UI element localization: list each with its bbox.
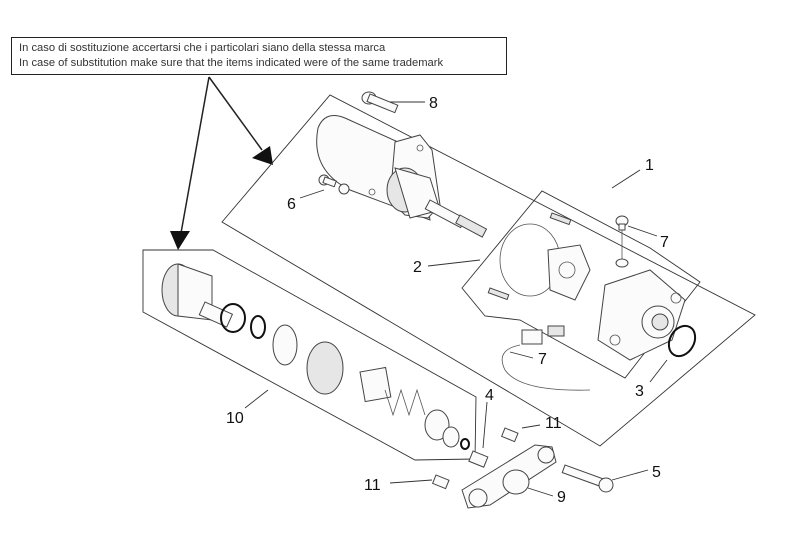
leader-3 (649, 359, 668, 383)
cable-7 (501, 325, 591, 391)
bolt-8 (361, 91, 399, 114)
leader-1 (611, 169, 641, 189)
screw-7-top (615, 215, 629, 268)
note-arrows (170, 76, 273, 250)
arrow-to-group-10 (180, 76, 210, 234)
callout-4: 4 (485, 387, 494, 404)
overrunning-clutch (161, 263, 470, 450)
note-italian: In caso di sostituzione accertarsi che i… (19, 42, 386, 54)
arrowhead-group-10 (170, 231, 190, 250)
group-1-frame (221, 94, 756, 447)
callout-3: 3 (635, 383, 644, 400)
callout-5: 5 (652, 464, 661, 481)
callout-6: 6 (287, 196, 296, 213)
leader-4 (482, 401, 488, 449)
leader-5 (611, 469, 649, 481)
leader-2 (427, 259, 481, 267)
callout-10: 10 (226, 410, 244, 427)
callout-7-top: 7 (660, 234, 669, 251)
leader-11-bottom (389, 479, 433, 484)
brush-holder (487, 212, 591, 301)
end-cap (597, 269, 686, 361)
pin-11-top (500, 427, 519, 443)
armature (386, 167, 488, 238)
leader-7-bottom (509, 351, 534, 359)
screw-6 (318, 174, 350, 195)
pin-11-bottom (431, 474, 450, 490)
note-english: In case of substitution make sure that t… (19, 57, 444, 69)
bush-4 (468, 450, 489, 468)
leader-9 (527, 487, 554, 497)
leader-11-top (521, 424, 541, 429)
leader-10 (244, 389, 269, 409)
callout-11-bottom: 11 (364, 477, 381, 494)
callout-8: 8 (429, 95, 438, 112)
callout-9: 9 (557, 489, 566, 506)
bolt-5 (561, 464, 614, 493)
arrowhead-group-1 (252, 146, 273, 165)
leader-7-top (627, 225, 658, 237)
callout-1: 1 (645, 157, 654, 174)
support-bracket-9 (461, 444, 557, 509)
leader-6 (299, 189, 325, 199)
arrow-to-group-1 (208, 76, 263, 151)
callout-11-top: 11 (545, 415, 562, 432)
callout-2: 2 (413, 259, 422, 276)
o-ring-3 (667, 324, 697, 358)
callout-7-bottom: 7 (538, 351, 547, 368)
substitution-note-box: In caso di sostituzione accertarsi che i… (11, 37, 507, 75)
